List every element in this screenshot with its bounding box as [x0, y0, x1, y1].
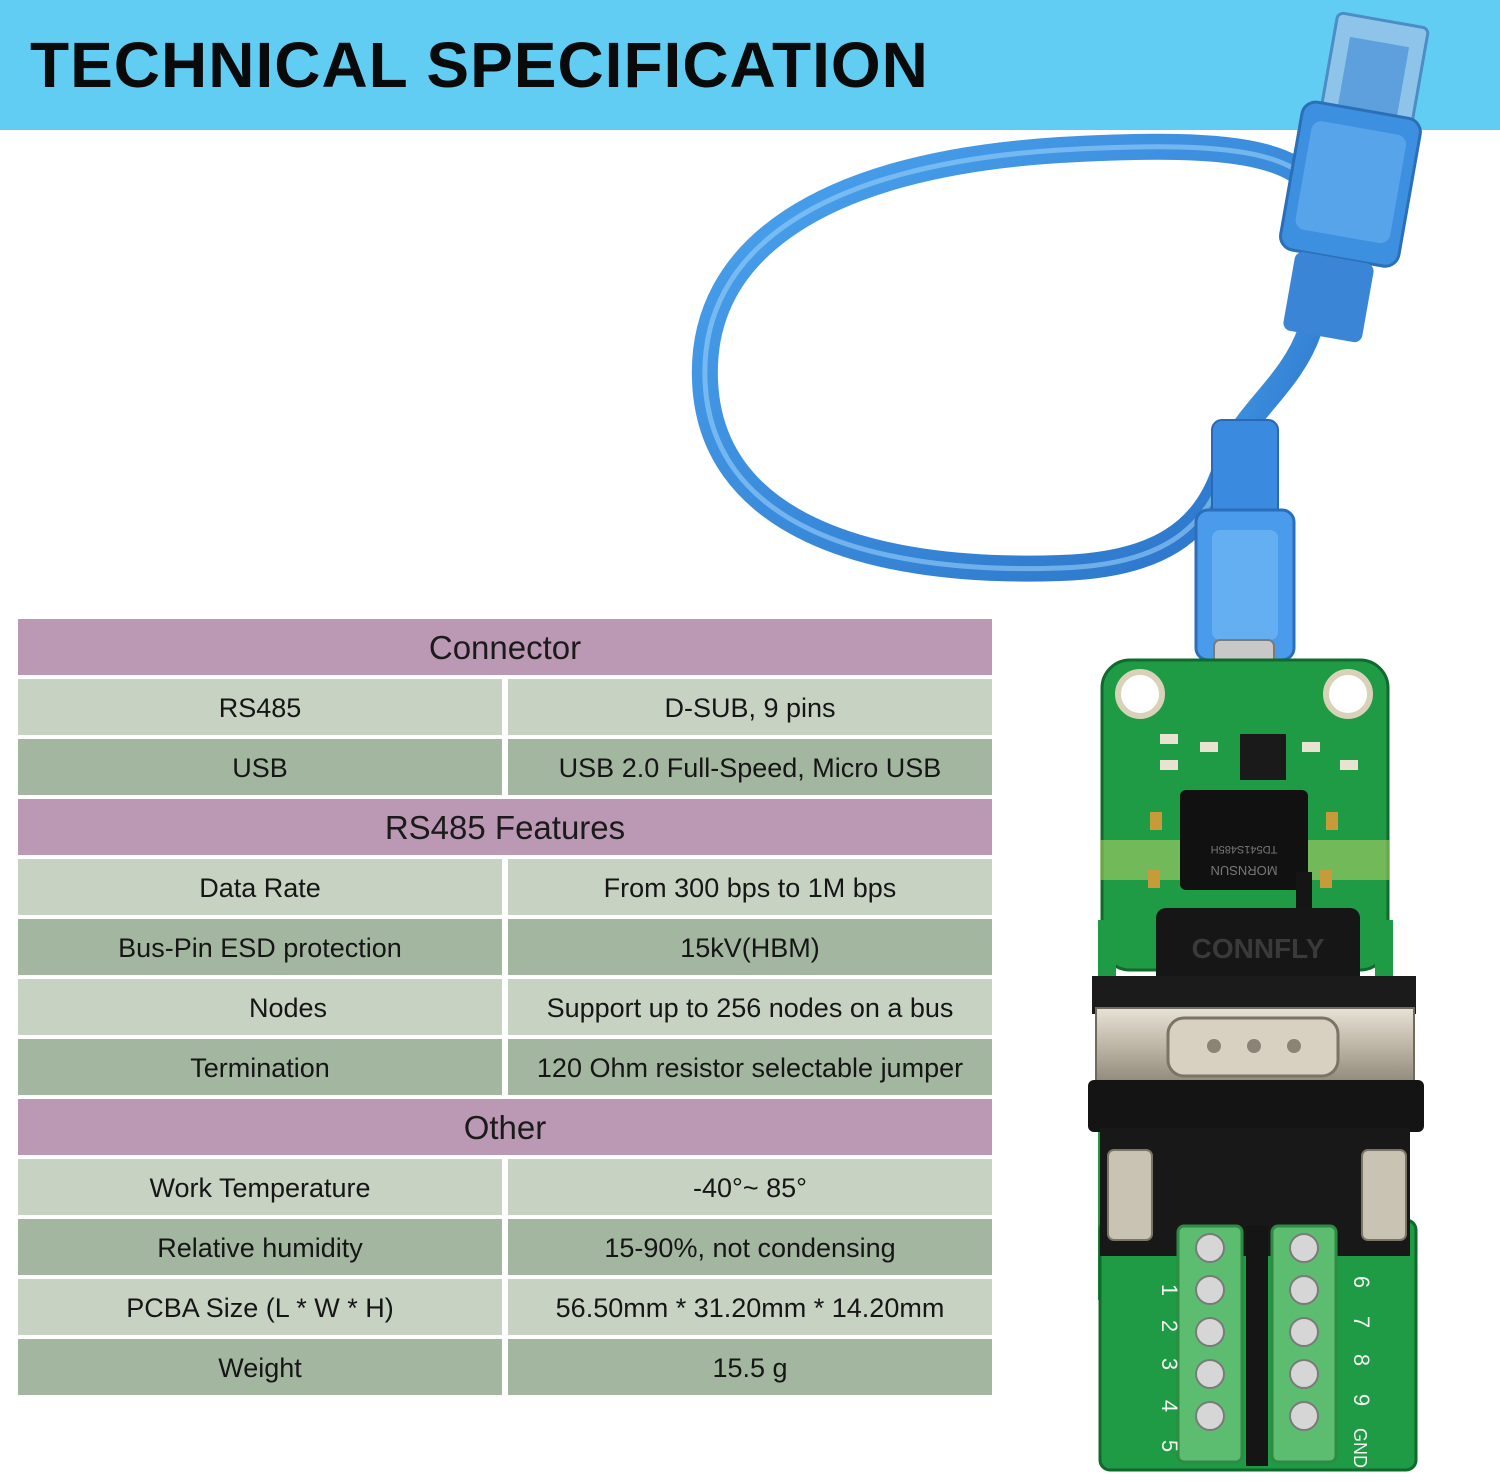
- spec-label: PCBA Size (L * W * H): [18, 1279, 502, 1335]
- table-row: Weight 15.5 g: [18, 1339, 992, 1395]
- spec-value: From 300 bps to 1M bps: [508, 859, 992, 915]
- spec-value: Support up to 256 nodes on a bus: [508, 979, 992, 1035]
- table-row: PCBA Size (L * W * H) 56.50mm * 31.20mm …: [18, 1279, 992, 1335]
- section-header-rs485-features: RS485 Features: [18, 799, 992, 855]
- table-row: Nodes Support up to 256 nodes on a bus: [18, 979, 992, 1035]
- header-banner: TECHNICAL SPECIFICATION: [0, 0, 1500, 130]
- table-row: Termination 120 Ohm resistor selectable …: [18, 1039, 992, 1095]
- spec-label: Data Rate: [18, 859, 502, 915]
- usb-a-plug: [1279, 11, 1430, 343]
- table-row: RS485 D-SUB, 9 pins: [18, 679, 992, 735]
- section-header-other: Other: [18, 1099, 992, 1155]
- terminal-label-3: 3: [1157, 1358, 1182, 1370]
- table-row: Work Temperature -40°~ 85°: [18, 1159, 992, 1215]
- terminal-labels: 1 2 3 4 5 6 7 8 9 GND: [1157, 1276, 1374, 1468]
- spec-value: 120 Ohm resistor selectable jumper: [508, 1039, 992, 1095]
- spec-label: Work Temperature: [18, 1159, 502, 1215]
- terminal-label-gnd: GND: [1350, 1428, 1370, 1468]
- table-row: USB USB 2.0 Full-Speed, Micro USB: [18, 739, 992, 795]
- spec-value: 15.5 g: [508, 1339, 992, 1395]
- terminal-block-left: [1176, 1224, 1244, 1464]
- spec-label: Bus-Pin ESD protection: [18, 919, 502, 975]
- terminal-label-4: 4: [1157, 1400, 1182, 1412]
- terminal-divider: [1246, 1226, 1268, 1466]
- section-header-connector: Connector: [18, 619, 992, 675]
- db9-connector: CONNFLY: [1088, 908, 1424, 1256]
- terminal-label-7: 7: [1349, 1316, 1374, 1328]
- terminal-label-5: 5: [1157, 1440, 1182, 1452]
- board-brand-label: CONNFLY: [1192, 933, 1325, 964]
- spec-label: USB: [18, 739, 502, 795]
- module-part-label: TD541S485H: [1211, 843, 1278, 855]
- terminal-label-2: 2: [1157, 1320, 1182, 1332]
- spec-label: Weight: [18, 1339, 502, 1395]
- table-row: Data Rate From 300 bps to 1M bps: [18, 859, 992, 915]
- terminal-block-right: [1270, 1224, 1338, 1464]
- spec-label: Relative humidity: [18, 1219, 502, 1275]
- spec-label: Nodes: [18, 979, 502, 1035]
- spec-value: 15-90%, not condensing: [508, 1219, 992, 1275]
- spec-value: 15kV(HBM): [508, 919, 992, 975]
- terminal-label-6: 6: [1349, 1276, 1374, 1288]
- micro-usb-plug: [1194, 419, 1296, 699]
- terminal-label-1: 1: [1157, 1284, 1182, 1296]
- spec-value: D-SUB, 9 pins: [508, 679, 992, 735]
- page-title: TECHNICAL SPECIFICATION: [30, 29, 929, 101]
- module-brand-label: MORNSUN: [1210, 863, 1277, 878]
- spec-label: RS485: [18, 679, 502, 735]
- table-row: Bus-Pin ESD protection 15kV(HBM): [18, 919, 992, 975]
- table-row: Relative humidity 15-90%, not condensing: [18, 1219, 992, 1275]
- product-image: MORNSUN TD541S485H CONNFLY 1: [691, 11, 1430, 1472]
- spec-label: Termination: [18, 1039, 502, 1095]
- terminal-label-9: 9: [1349, 1394, 1374, 1406]
- spec-value: -40°~ 85°: [508, 1159, 992, 1215]
- transceiver-module: MORNSUN TD541S485H: [1180, 790, 1312, 908]
- terminal-label-8: 8: [1349, 1354, 1374, 1366]
- spec-value: USB 2.0 Full-Speed, Micro USB: [508, 739, 992, 795]
- spec-value: 56.50mm * 31.20mm * 14.20mm: [508, 1279, 992, 1335]
